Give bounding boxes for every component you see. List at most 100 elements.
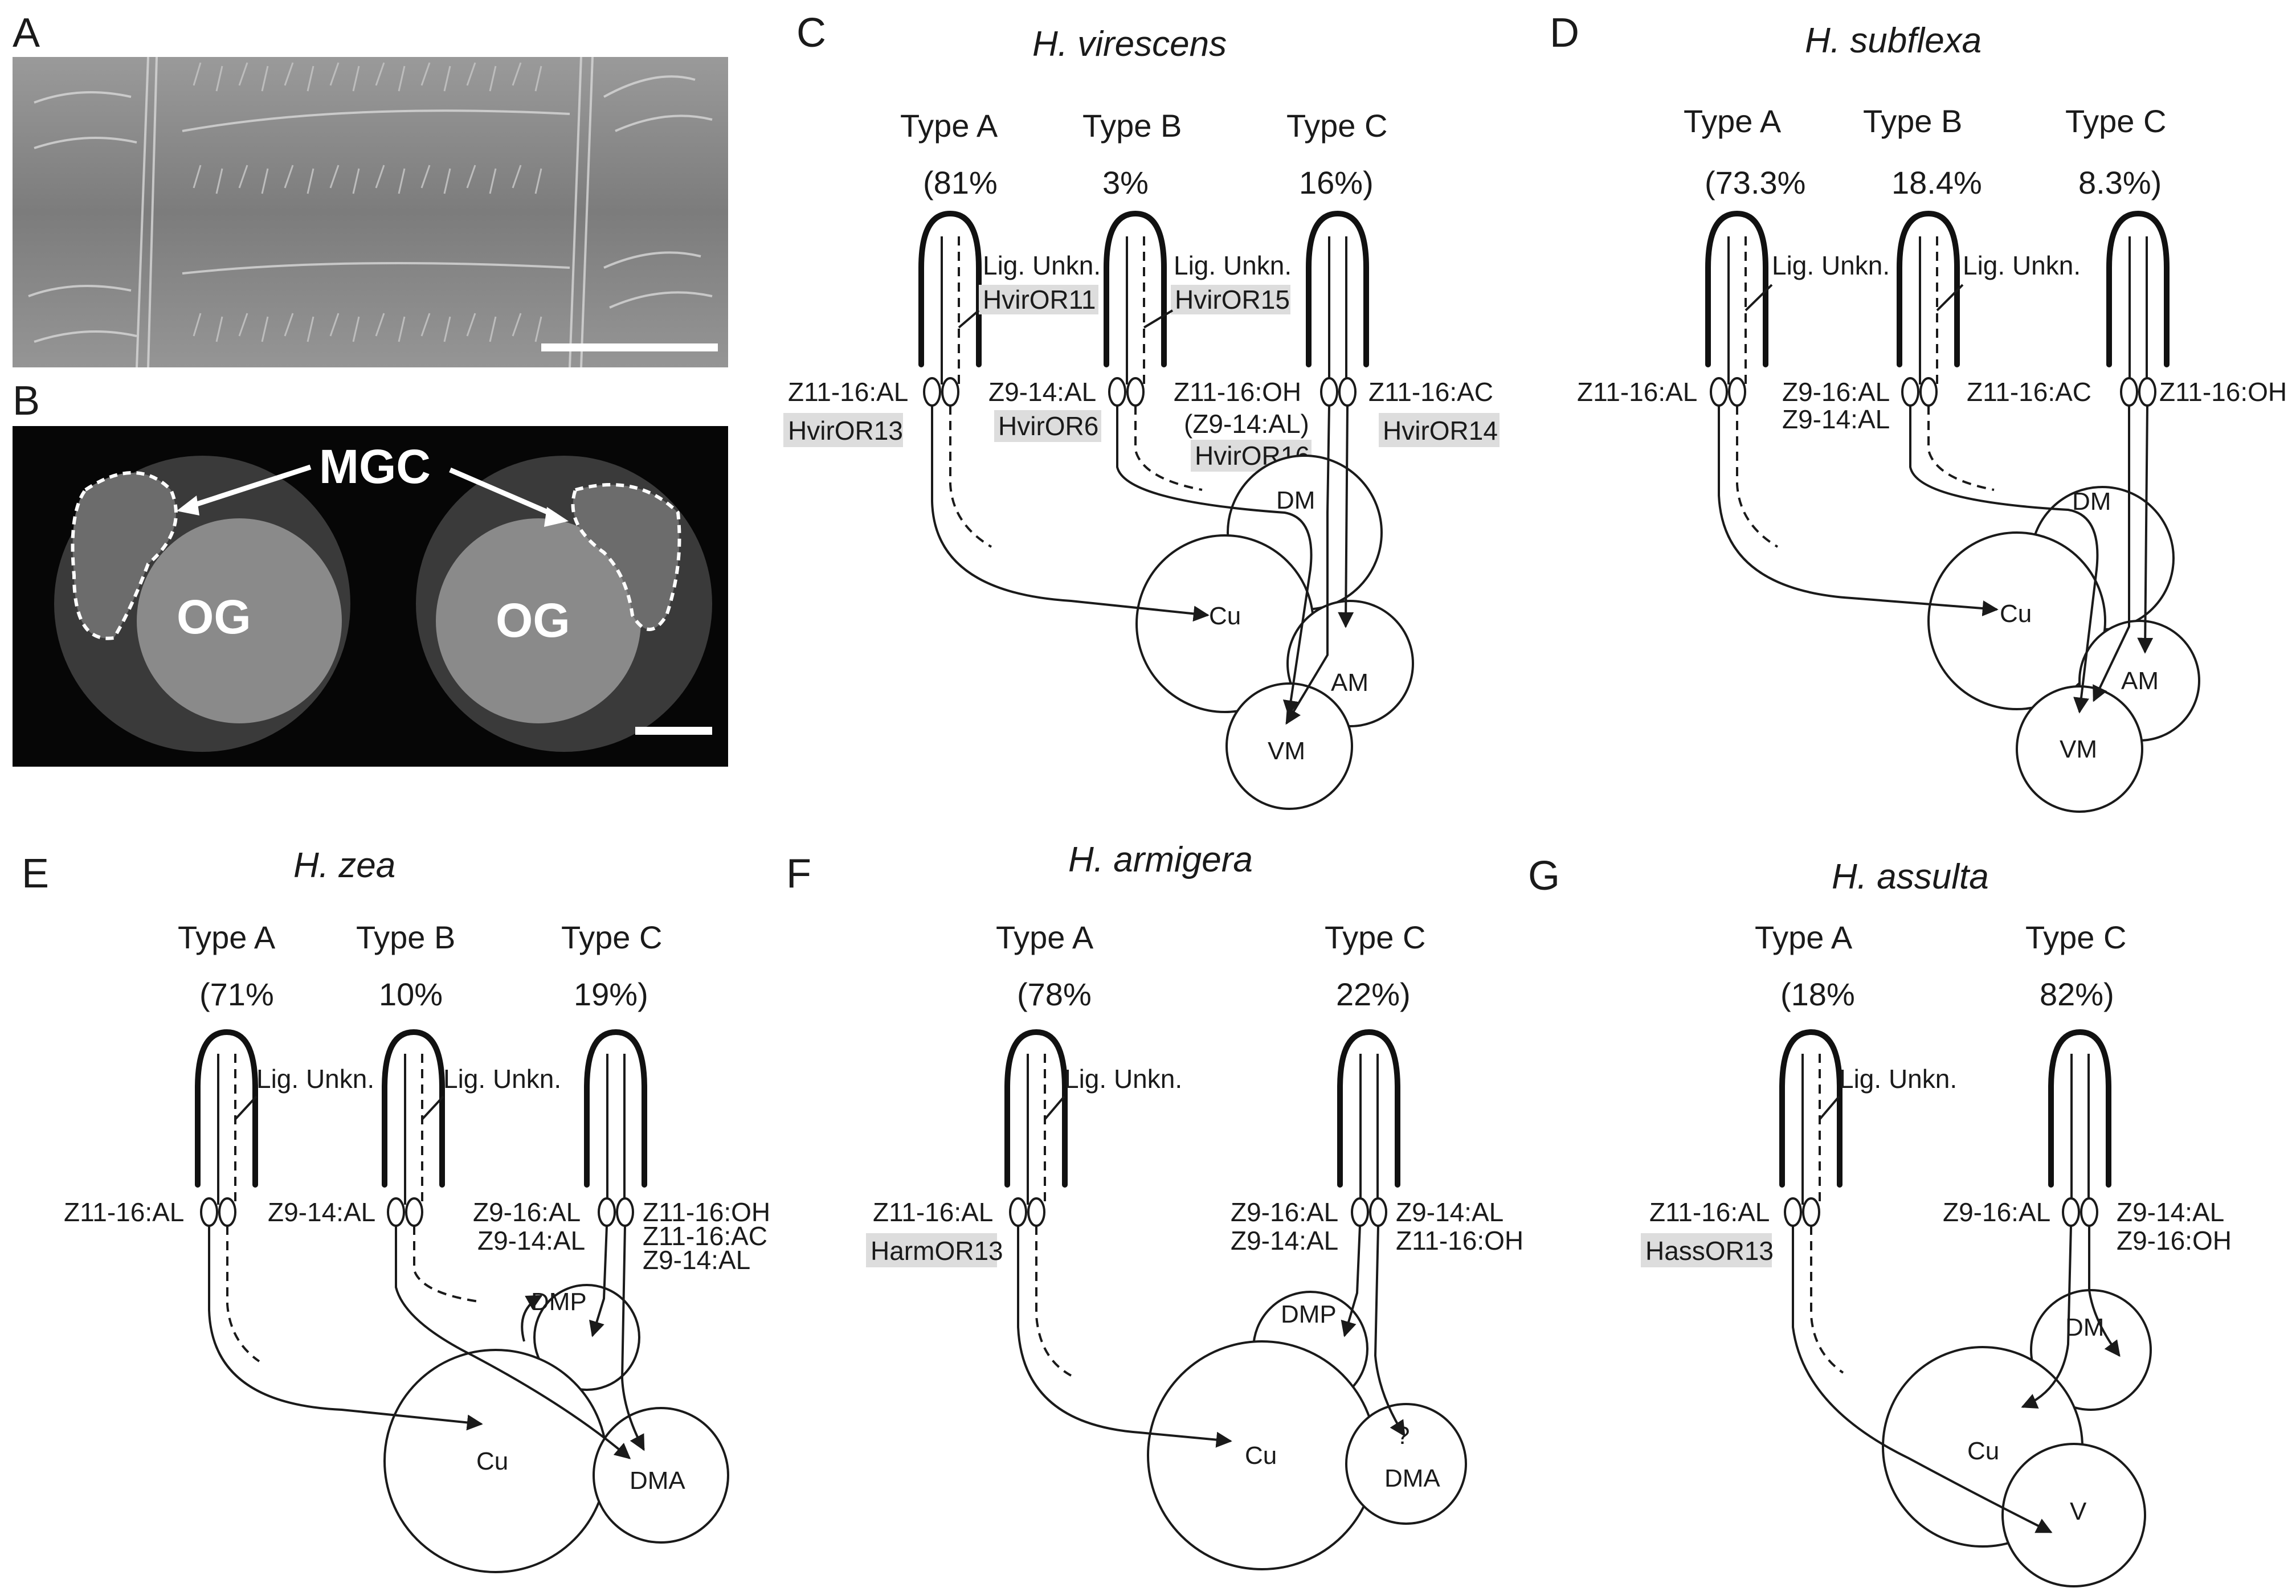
neuron-c1 [2120, 377, 2138, 407]
species-name: H. armigera [1068, 840, 1253, 879]
lig-unknown-a: Lig. Unkn. [983, 251, 1101, 280]
or15-highlight [1171, 285, 1290, 314]
compound-c-right2: Z11-16:AC [643, 1221, 767, 1251]
sensillum-a [1779, 1029, 1842, 1188]
lig-leader-b [421, 1095, 444, 1120]
glomerulus-cu-label: Cu [476, 1447, 508, 1475]
type-c-label: Type C [1325, 919, 1425, 955]
lig-unknown-a: Lig. Unkn. [1772, 251, 1890, 280]
axon-c1 [589, 1225, 608, 1337]
type-b-percent: 18.4% [1891, 165, 1982, 200]
glomerulus-dm [2030, 1289, 2152, 1411]
axon-b-solid [1116, 406, 1313, 717]
lig-unknown-b: Lig. Unkn. [1963, 251, 2081, 280]
compound-a-left: Z11-16:AL [873, 1197, 993, 1227]
glomerulus-dma-label: DMA [630, 1467, 685, 1495]
glomerulus-dm-label: DM [2065, 1313, 2104, 1341]
axon-c2 [1374, 1225, 1406, 1437]
compound-b-left2: Z9-14:AL [1782, 404, 1890, 434]
axon-a-dashed [1035, 1226, 1072, 1377]
glomerulus-vm-label: VM [1268, 737, 1305, 765]
axon-a-solid [1718, 406, 1999, 616]
compound-b-left: Z9-14:AL [988, 377, 1096, 407]
type-c-percent: 22%) [1336, 976, 1411, 1012]
axon-dmp-to-cu [521, 1295, 543, 1342]
sensillum-a [918, 210, 982, 367]
axon-a-solid [1792, 1226, 2053, 1533]
compound-c-left1: Z9-16:AL [1231, 1197, 1338, 1227]
type-c-label: Type C [2025, 919, 2126, 955]
neuron-b2 [1919, 377, 1938, 407]
sensillum-a [1705, 210, 1768, 367]
axon-b-dashed [413, 1226, 479, 1303]
panel-c-label: C [796, 10, 826, 56]
type-c-label: Type C [1286, 108, 1387, 144]
sensillum-c [2106, 210, 2170, 367]
og-right-glomeruli [436, 518, 641, 723]
type-a-percent: (71% [199, 976, 274, 1012]
mgc-label: MGC [319, 440, 431, 493]
type-c-percent: 8.3%) [2078, 165, 2162, 200]
species-name: H. zea [293, 846, 395, 885]
panel-c: C H. virescens Type A Type B Type C (81%… [783, 10, 1500, 810]
scale-bar-a [541, 343, 718, 351]
axon-c2 [1338, 405, 1354, 628]
lig-unknown-a: Lig. Unkn. [1064, 1064, 1182, 1094]
axon-c1 [1341, 1225, 1361, 1337]
axon-b-solid [395, 1226, 631, 1459]
axon-c1 [1285, 405, 1330, 725]
mgc-arrow-left [187, 464, 312, 510]
sensillum-b [382, 1029, 445, 1188]
lig-leader-a [1819, 1095, 1840, 1120]
lig-leader-b [1143, 309, 1174, 329]
compound-c-right1: Z11-16:OH [643, 1197, 770, 1227]
axon-a-dashed [949, 406, 992, 548]
neuron-c2 [616, 1197, 634, 1227]
panel-e-label: E [22, 851, 49, 897]
neuron-a2 [1802, 1197, 1820, 1227]
hvir-or11: HvirOR11 [983, 285, 1096, 314]
glomerulus-v [2001, 1443, 2146, 1587]
glomerulus-cu-label: Cu [2000, 600, 2032, 628]
sem-sensilla [193, 62, 542, 342]
or11-highlight [979, 285, 1098, 314]
or13-highlight [866, 1233, 997, 1267]
neuron-a1 [1009, 1197, 1027, 1227]
lig-leader-a [1745, 284, 1773, 312]
og-right-label: OG [496, 594, 570, 647]
mgc-outline-right [571, 483, 681, 631]
panel-a-label: A [13, 10, 40, 56]
panel-d-label: D [1550, 10, 1579, 56]
glomerulus-v-label: V [2070, 1497, 2087, 1525]
neuron-b1 [1901, 377, 1919, 407]
glomerulus-vm [1225, 682, 1353, 810]
type-c-label: Type C [2065, 103, 2166, 139]
compound-c-right1: Z9-14:AL [1396, 1197, 1504, 1227]
axon-a-dashed [1736, 406, 1779, 548]
sensillum-c [584, 1029, 647, 1188]
or14-highlight [1379, 413, 1500, 447]
glomerulus-dmp-label: DMP [531, 1288, 587, 1316]
panel-g-label: G [1528, 853, 1560, 899]
glomerulus-dma [1345, 1403, 1467, 1525]
glomerulus-dm-label: DM [1276, 486, 1315, 514]
species-name: H. virescens [1032, 24, 1227, 64]
neuron-c1 [598, 1197, 616, 1227]
axon-b-dashed [1134, 406, 1203, 491]
neuron-a1 [1784, 1197, 1802, 1227]
axon-a-solid [1017, 1226, 1232, 1448]
axon-c2 [2088, 1226, 2121, 1357]
neuron-c1 [1351, 1197, 1369, 1227]
og-left-label: OG [177, 590, 251, 644]
panel-e: E H. zea Type A Type B Type C (71% 10% 1… [22, 846, 770, 1573]
neuron-a2 [941, 377, 959, 407]
type-a-label: Type A [900, 108, 998, 144]
panel-f: F H. armigera Type A Type C (78% 22%) Li… [786, 840, 1523, 1570]
sensillum-c [1337, 1029, 1400, 1188]
panel-d: D H. subflexa Type A Type B Type C (73.3… [1550, 10, 2287, 813]
type-a-label: Type A [1684, 103, 1782, 139]
glomerulus-dma [593, 1407, 729, 1544]
glomerulus-am-label: AM [1331, 669, 1368, 697]
neuron-c2 [1369, 1197, 1387, 1227]
type-a-label: Type A [996, 919, 1094, 955]
